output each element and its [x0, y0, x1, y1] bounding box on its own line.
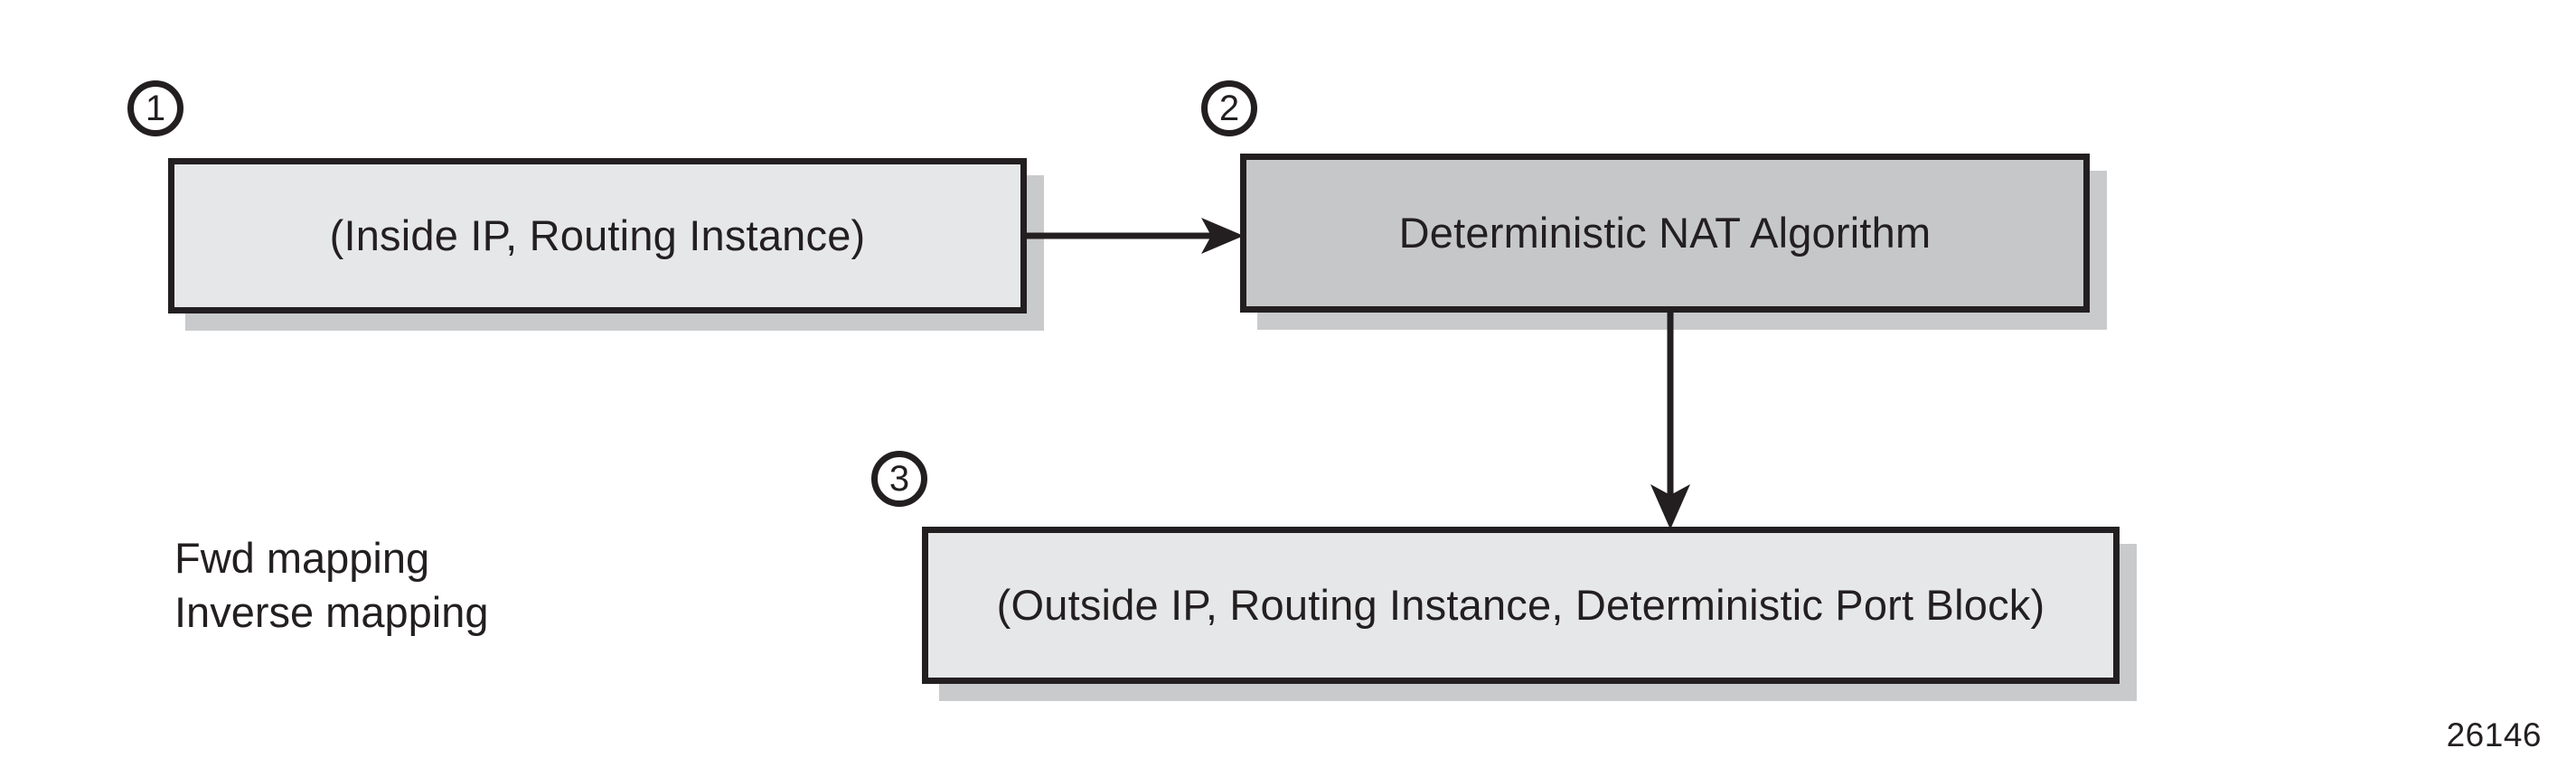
- mapping-labels: Fwd mapping Inverse mapping: [174, 531, 488, 640]
- arrow-inside-to-algorithm: [1020, 213, 1246, 263]
- figure-number: 26146: [2446, 716, 2542, 753]
- inverse-mapping-label: Inverse mapping: [174, 588, 489, 637]
- algorithm-label: Deterministic NAT Algorithm: [1398, 209, 1932, 257]
- step-marker-2: 2: [1201, 80, 1257, 136]
- outside-tuple-box: (Outside IP, Routing Instance, Determini…: [922, 527, 2120, 684]
- outside-tuple-label: (Outside IP, Routing Instance, Determini…: [996, 581, 2045, 630]
- inside-tuple-box: (Inside IP, Routing Instance): [168, 158, 1027, 313]
- arrow-algorithm-to-outside: [1638, 307, 1703, 536]
- inside-tuple-label: (Inside IP, Routing Instance): [329, 211, 866, 260]
- algorithm-box: Deterministic NAT Algorithm: [1240, 154, 2090, 313]
- step-marker-1: 1: [127, 80, 183, 136]
- step-marker-3: 3: [871, 451, 927, 507]
- forward-mapping-label: Fwd mapping: [174, 534, 430, 582]
